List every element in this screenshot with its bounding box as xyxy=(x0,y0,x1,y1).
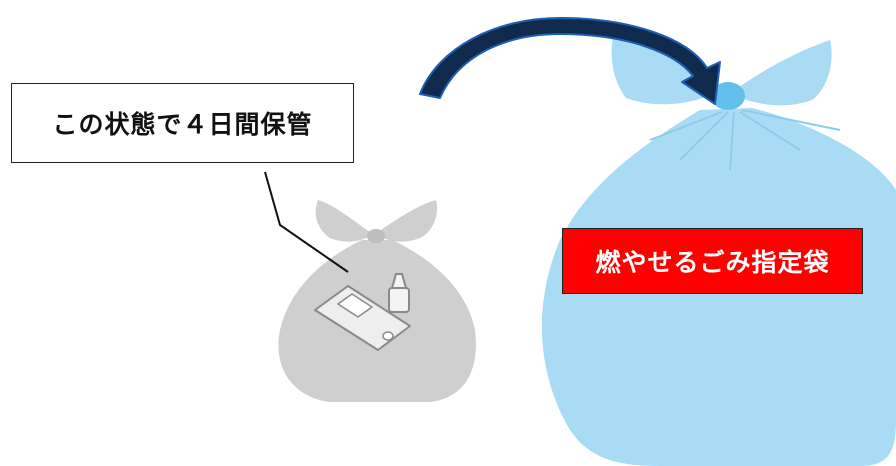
small-bag-knot xyxy=(367,229,385,243)
antigen-test-cassette-icon xyxy=(314,285,411,351)
dropper-tip xyxy=(391,273,407,289)
callout-text: この状態で４日間保管 xyxy=(52,110,313,139)
small-bag-right-ear xyxy=(378,200,438,242)
gray-garbage-bag-icon xyxy=(278,200,476,402)
designated-bag-label: 燃やせるごみ指定袋 xyxy=(562,228,863,294)
curved-arrow-icon xyxy=(419,17,721,105)
cassette-sample-well xyxy=(382,331,394,341)
storage-instruction-callout: この状態で４日間保管 xyxy=(11,83,354,163)
bag-knot xyxy=(711,82,745,110)
bag-right-ear xyxy=(735,40,832,106)
small-bag-left-ear xyxy=(315,200,370,242)
dropper-body xyxy=(388,287,410,313)
callout-leader-line xyxy=(264,171,349,273)
cassette-window xyxy=(336,293,374,318)
dropper-bottle-icon xyxy=(388,273,410,313)
bag-folds xyxy=(649,109,841,171)
bag-label-text: 燃やせるごみ指定袋 xyxy=(595,248,830,277)
